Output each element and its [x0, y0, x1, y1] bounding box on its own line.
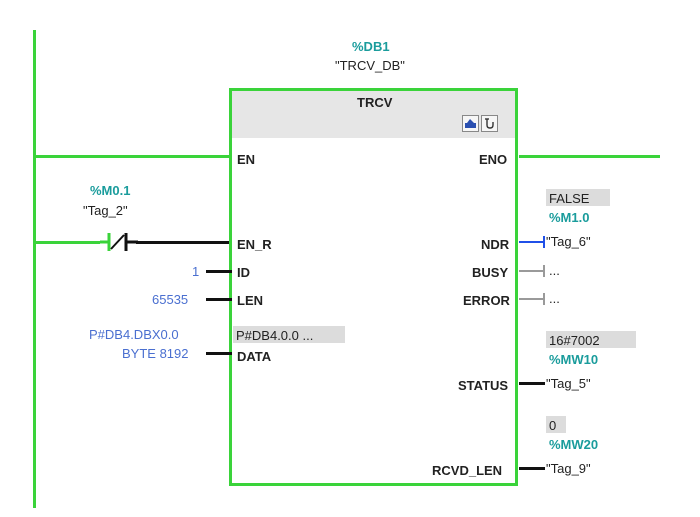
status-tag[interactable]: "Tag_5" [546, 376, 591, 391]
pin-id: ID [237, 265, 250, 280]
pin-busy: BUSY [472, 265, 509, 280]
status-value-box [546, 331, 636, 348]
ndr-wire [519, 241, 545, 243]
id-wire [206, 270, 232, 273]
data-value-box [233, 326, 345, 343]
ndr-value-box [546, 189, 610, 206]
ndr-address: %M1.0 [549, 210, 590, 225]
online-monitor-icon[interactable] [462, 115, 479, 132]
block-properties-icon[interactable] [481, 115, 498, 132]
en-rung-wire [35, 155, 231, 158]
rcvd-len-value-box [546, 416, 566, 433]
rcvd-len-wire [519, 467, 545, 470]
error-wire-tick [543, 293, 545, 305]
ndr-value: FALSE [549, 191, 590, 206]
instance-db-name: "TRCV_DB" [335, 58, 405, 73]
pin-en-r: EN_R [237, 237, 272, 252]
status-value: 16#7002 [549, 333, 600, 348]
ndr-tag[interactable]: "Tag_6" [546, 234, 591, 249]
pin-ndr: NDR [481, 237, 510, 252]
data-value: P#DB4.0.0 ... [236, 328, 314, 343]
contact-name: "Tag_2" [83, 203, 128, 218]
pin-rcvd-len: RCVD_LEN [432, 463, 503, 478]
len-param-value[interactable]: 65535 [152, 292, 189, 307]
error-tag[interactable]: ... [549, 291, 560, 306]
instance-db-address: %DB1 [352, 39, 390, 54]
block-title: TRCV [357, 95, 393, 110]
pin-status: STATUS [458, 378, 509, 393]
rcvd-len-tag[interactable]: "Tag_9" [546, 461, 591, 476]
data-param-line2[interactable]: BYTE 8192 [122, 346, 189, 361]
data-param-line1[interactable]: P#DB4.DBX0.0 [89, 327, 179, 342]
en-r-wire-left [35, 241, 100, 244]
busy-wire [519, 270, 545, 272]
id-param-value[interactable]: 1 [192, 264, 200, 279]
len-wire [206, 298, 232, 301]
contact-address: %M0.1 [90, 183, 131, 198]
pin-error: ERROR [463, 293, 510, 308]
busy-wire-tick [543, 265, 545, 277]
status-address: %MW10 [549, 352, 599, 367]
error-wire [519, 298, 545, 300]
pin-data: DATA [237, 349, 272, 364]
rcvd-len-value: 0 [549, 418, 557, 433]
data-wire [206, 352, 232, 355]
rcvd-len-address: %MW20 [549, 437, 599, 452]
normally-closed-contact[interactable] [98, 231, 138, 253]
eno-rung-wire [519, 155, 660, 158]
status-wire [519, 382, 545, 385]
ndr-wire-tick [543, 236, 545, 248]
trcv-block[interactable] [229, 88, 518, 486]
pin-en: EN [237, 152, 256, 167]
pin-len: LEN [237, 293, 263, 308]
left-power-rail [33, 30, 36, 508]
busy-tag[interactable]: ... [549, 263, 560, 278]
pin-eno: ENO [479, 152, 508, 167]
en-r-wire-right [136, 241, 231, 244]
